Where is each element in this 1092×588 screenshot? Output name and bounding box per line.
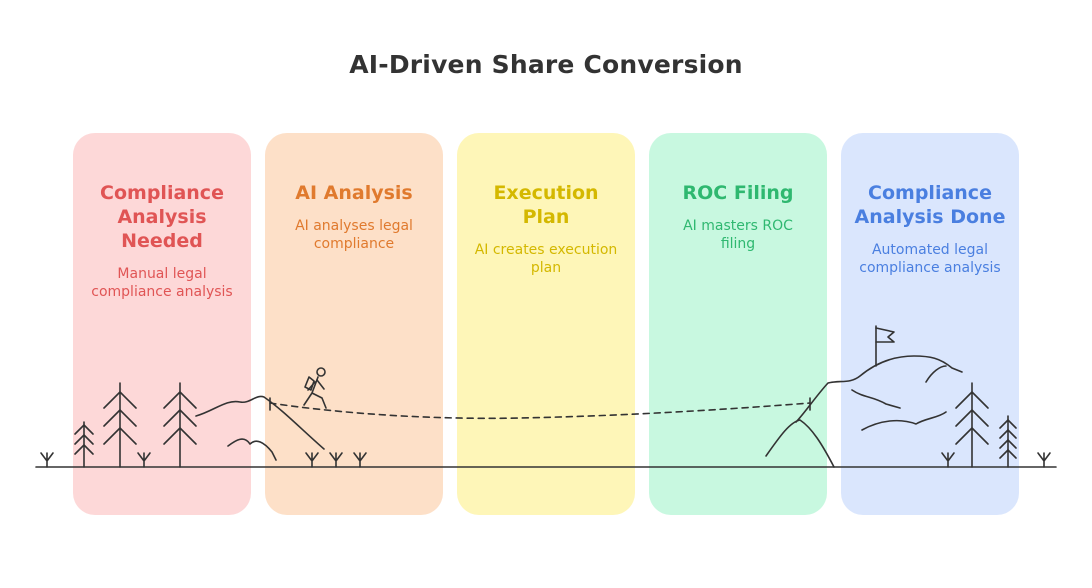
stage-description-line: AI analyses legal xyxy=(295,218,413,234)
stage-heading-line: Compliance xyxy=(100,182,224,204)
page-title: AI-Driven Share Conversion xyxy=(349,50,743,79)
stage-description-line: Automated legal xyxy=(871,242,989,258)
stage-heading: Compliance Analysis Done xyxy=(849,181,1011,229)
stage-heading-line: Plan xyxy=(522,206,570,228)
stage-heading: AI Analysis xyxy=(273,181,435,205)
stage-description-line: Manual legal xyxy=(117,266,207,282)
stage-description: AI creates execution plan xyxy=(467,241,625,277)
stage-heading-line: AI Analysis xyxy=(295,182,413,204)
stage-heading: Execution Plan xyxy=(465,181,627,229)
stage-heading-line: ROC Filing xyxy=(682,182,794,204)
stage-description-line: compliance analysis xyxy=(859,260,1001,276)
stage-card-5: Compliance Analysis Done Automated legal… xyxy=(841,133,1019,515)
stage-description: Manual legal compliance analysis xyxy=(83,265,241,301)
stage-description-line: compliance analysis xyxy=(91,284,233,300)
stage-description-line: AI masters ROC xyxy=(683,218,793,234)
stage-heading-line: Analysis xyxy=(117,206,207,228)
stage-heading-line: Analysis Done xyxy=(854,206,1006,228)
stage-heading-line: Execution xyxy=(493,182,599,204)
stage-heading-line: Compliance xyxy=(868,182,992,204)
stage-heading: ROC Filing xyxy=(657,181,819,205)
stage-description: Automated legal compliance analysis xyxy=(851,241,1009,277)
stage-card-1: Compliance Analysis Needed Manual legal … xyxy=(73,133,251,515)
stage-card-4: ROC Filing AI masters ROC filing xyxy=(649,133,827,515)
stage-description: AI analyses legal compliance xyxy=(275,217,433,253)
stage-card-2: AI Analysis AI analyses legal compliance xyxy=(265,133,443,515)
stage-description-line: plan xyxy=(530,260,562,276)
stage-heading-line: Needed xyxy=(121,230,203,252)
stage-description-line: AI creates execution xyxy=(474,242,618,258)
stage-description-line: filing xyxy=(720,236,756,252)
stage-heading: Compliance Analysis Needed xyxy=(81,181,243,253)
stage-description-line: compliance xyxy=(313,236,395,252)
stage-card-3: Execution Plan AI creates execution plan xyxy=(457,133,635,515)
stage-description: AI masters ROC filing xyxy=(659,217,817,253)
